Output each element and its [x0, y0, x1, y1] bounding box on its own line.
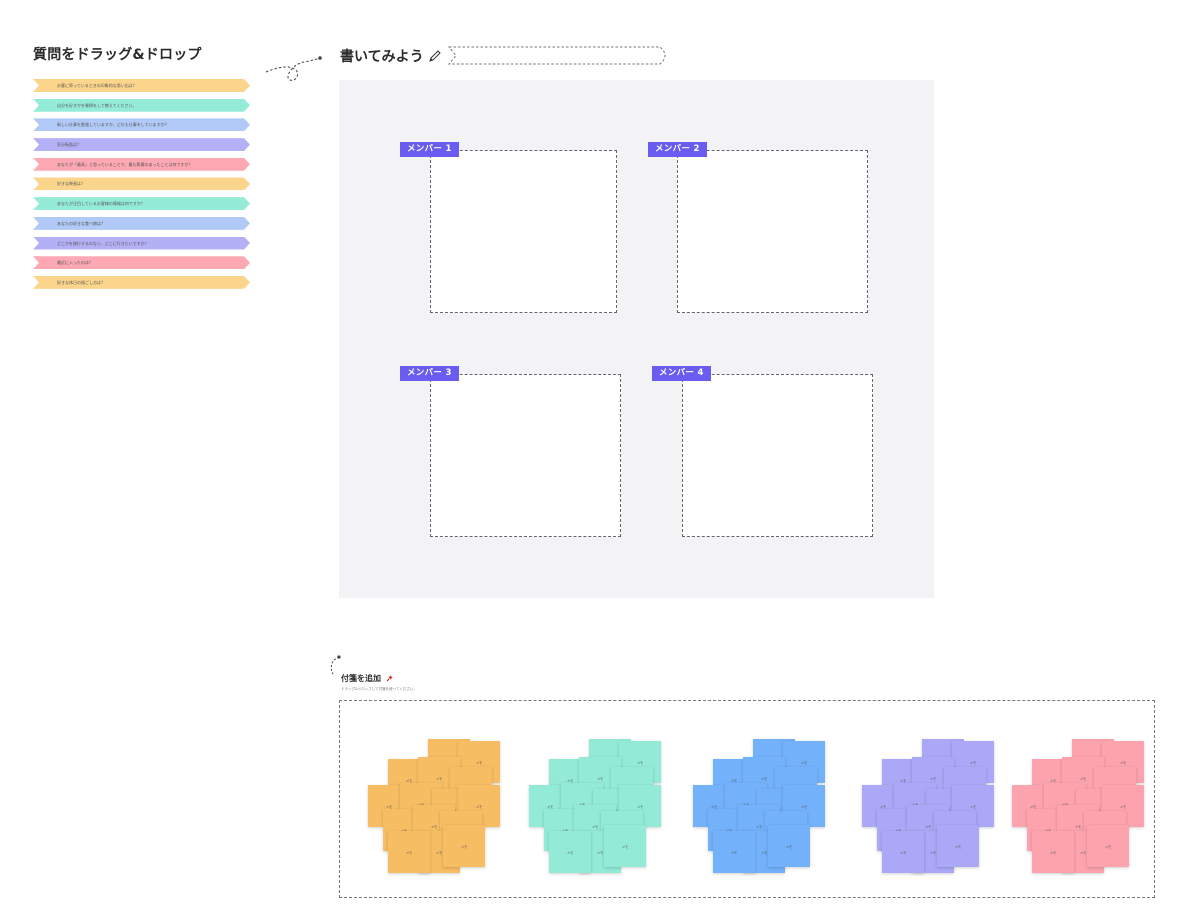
sticky-note-label: メモ [430, 824, 438, 829]
sticky-note[interactable]: メモ [549, 831, 591, 873]
sticky-note[interactable]: メモ [443, 825, 485, 867]
sticky-note-label: メモ [405, 778, 413, 783]
sticky-note-label: メモ [405, 850, 413, 855]
sticky-note-label: メモ [591, 824, 599, 829]
sticky-note-label: メモ [636, 760, 644, 765]
sticky-note-label: メモ [879, 804, 887, 809]
sticky-note-label: メモ [785, 844, 793, 849]
sticky-note-label: メモ [566, 778, 574, 783]
sticky-note-label: メモ [1104, 844, 1112, 849]
sticky-note-label: メモ [435, 850, 443, 855]
sticky-note-label: メモ [1119, 760, 1127, 765]
sticky-note[interactable]: メモ [1032, 831, 1074, 873]
sticky-note-label: メモ [566, 850, 574, 855]
sticky-note-label: メモ [460, 844, 468, 849]
sticky-note-label: メモ [726, 828, 732, 833]
sticky-note-label: メモ [730, 850, 738, 855]
sticky-notes-area: メモメモメモメモメモメモメモメモメモメモメモメモメモメモメモメモメモメモメモメモ… [339, 700, 1155, 898]
question-strip[interactable]: どこかを旅行するのなら、どこに行きたいですか？ [33, 237, 250, 250]
sticky-note-label: メモ [1079, 776, 1087, 781]
board-title-text: 書いてみよう [340, 49, 424, 65]
add-sticky-subtitle: ドラッグ&ドロップして付箋を使ってください。 [341, 687, 417, 691]
question-strip[interactable]: 自分を好きかを質問をして教えてください。 [33, 99, 250, 112]
pencil-icon [428, 50, 441, 62]
sticky-note-label: メモ [596, 850, 604, 855]
question-strip[interactable]: 好きな休日の過ごし方は？ [33, 276, 250, 289]
question-strip[interactable]: お客に寄っているときの印象的な思い出は？ [33, 79, 250, 92]
sticky-note-label: メモ [385, 804, 393, 809]
sticky-note-label: メモ [710, 804, 718, 809]
sticky-note[interactable]: メモ [1087, 825, 1129, 867]
sticky-note-label: メモ [743, 802, 749, 807]
sticky-note-label: メモ [895, 828, 901, 833]
sticky-note[interactable]: メモ [604, 825, 646, 867]
sticky-note-label: メモ [1049, 778, 1057, 783]
sticky-note-label: メモ [800, 804, 808, 809]
question-strip[interactable]: 新しい仕事を勉強していますか、どれも仕事をしていますか？ [33, 118, 250, 131]
sticky-note-label: メモ [800, 760, 808, 765]
sticky-note-label: メモ [435, 776, 443, 781]
question-strip[interactable]: あなたが「最高」と思っていることで、最も影響のあったことは何ですか？ [33, 158, 250, 171]
sticky-note-label: メモ [969, 804, 977, 809]
member-2-tag: メンバー 2 [648, 142, 707, 157]
sticky-note-label: メモ [969, 760, 977, 765]
sticky-note-label: メモ [475, 760, 483, 765]
sticky-note-label: メモ [912, 802, 918, 807]
sticky-note-label: メモ [755, 824, 763, 829]
sticky-note-label: メモ [636, 804, 644, 809]
sticky-note-label: メモ [546, 804, 554, 809]
question-list: お客に寄っているときの印象的な思い出は？ 自分を好きかを質問をして教えてください。… [33, 79, 250, 296]
writing-board: メンバー 1 メンバー 2 メンバー 3 メンバー 4 [339, 80, 934, 598]
sticky-note[interactable]: メモ [768, 825, 810, 867]
add-sticky-title: 付箋を追加 [341, 673, 394, 684]
sticky-note-label: メモ [475, 804, 483, 809]
sticky-note-label: メモ [1074, 824, 1082, 829]
sticky-note-label: メモ [1029, 804, 1037, 809]
sticky-note-label: メモ [621, 844, 629, 849]
sticky-note-label: メモ [899, 778, 907, 783]
sticky-note-label: メモ [579, 802, 585, 807]
sticky-note-label: メモ [418, 802, 424, 807]
sticky-note-label: メモ [1079, 850, 1087, 855]
member-3-tag: メンバー 3 [400, 366, 459, 381]
questions-title: 質問をドラッグ&ドロップ [33, 47, 202, 63]
sticky-note-label: メモ [929, 776, 937, 781]
question-strip[interactable]: 気分転換は？ [33, 138, 250, 151]
question-strip[interactable]: あなたが注目しているお客様の情報は何ですか？ [33, 197, 250, 210]
question-strip[interactable]: 好きな映画は？ [33, 177, 250, 190]
connector-curve-decoration [265, 56, 322, 81]
member-2-frame[interactable] [677, 150, 868, 313]
question-strip[interactable]: 最近に入ったのは？ [33, 256, 250, 269]
member-4-frame[interactable] [682, 374, 873, 537]
connector-curve-small-decoration [330, 655, 341, 677]
sticky-note[interactable]: メモ [713, 831, 755, 873]
sticky-note-label: メモ [1119, 804, 1127, 809]
sticky-note-label: メモ [730, 778, 738, 783]
sticky-note-label: メモ [401, 828, 407, 833]
member-4-tag: メンバー 4 [652, 366, 711, 381]
sticky-note-label: メモ [924, 824, 932, 829]
title-banner-outline[interactable] [448, 46, 672, 65]
sticky-note-label: メモ [1049, 850, 1057, 855]
add-sticky-title-text: 付箋を追加 [341, 674, 381, 683]
member-1-frame[interactable] [430, 150, 617, 313]
member-3-frame[interactable] [430, 374, 621, 537]
sticky-note-label: メモ [596, 776, 604, 781]
sticky-note[interactable]: メモ [388, 831, 430, 873]
sticky-note[interactable]: メモ [882, 831, 924, 873]
sticky-note-label: メモ [929, 850, 937, 855]
sticky-note-label: メモ [899, 850, 907, 855]
sticky-note-label: メモ [760, 850, 768, 855]
board-title: 書いてみよう [340, 46, 442, 66]
sticky-note-label: メモ [1045, 828, 1051, 833]
sticky-note-label: メモ [760, 776, 768, 781]
sticky-note-label: メモ [1062, 802, 1068, 807]
sticky-note[interactable]: メモ [937, 825, 979, 867]
member-1-tag: メンバー 1 [400, 142, 459, 157]
question-strip[interactable]: あなたの好きな食べ物は？ [33, 217, 250, 230]
sticky-note-label: メモ [562, 828, 568, 833]
pin-icon [386, 675, 393, 682]
sticky-note-label: メモ [954, 844, 962, 849]
